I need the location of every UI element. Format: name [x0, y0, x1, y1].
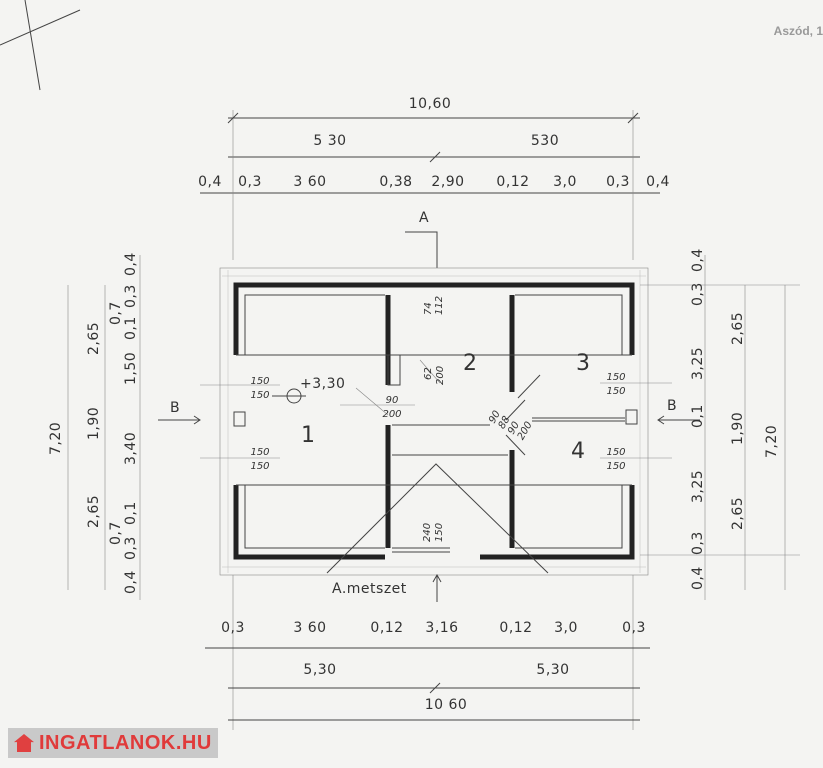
- section-lines: [326, 359, 549, 574]
- stair-label: 240: [422, 523, 433, 542]
- section-b-markers: B B: [158, 398, 700, 425]
- right-dimensions: 0,4 0,3 3,25 0,1 3,25 0,3 0,4 2,65 1,90 …: [640, 248, 800, 600]
- chimney-right: [625, 409, 638, 425]
- dim-inner: 0,4: [123, 252, 139, 276]
- window-label: 150: [606, 386, 625, 397]
- dim-total: 7,20: [48, 422, 64, 455]
- dim-segment: 0,38: [379, 174, 412, 190]
- dim-half: 5,30: [536, 662, 569, 678]
- dim-segment: 3,0: [554, 620, 578, 636]
- dim-inner: 0,1: [123, 501, 139, 525]
- dim-segment: 0,3: [606, 174, 630, 190]
- window-label: 150: [606, 372, 625, 383]
- roof-hatching: [222, 270, 646, 573]
- dim-segment: 0,3: [221, 620, 245, 636]
- dim-inner: 3,25: [690, 470, 706, 503]
- dim-inner: 0,3: [123, 284, 139, 308]
- section-a-top-marker: A: [405, 210, 438, 268]
- fold-line: [24, 0, 41, 91]
- room-4-label: 4: [571, 439, 585, 464]
- section-b-label: B: [170, 400, 180, 416]
- section-a-label: A: [419, 210, 429, 226]
- section-a-title: A.metszet: [332, 581, 407, 597]
- window-label: 150: [250, 390, 269, 401]
- dim-segment: 0,3: [238, 174, 262, 190]
- dim-outer: 1,90: [730, 412, 746, 445]
- dim-half: 5 30: [313, 133, 346, 149]
- room-2-label: 2: [463, 351, 477, 376]
- window-label: 150: [250, 461, 269, 472]
- diagonal-door-labels: 90 88 90 200: [487, 409, 535, 442]
- fold-line: [0, 9, 81, 46]
- dim-inner: 0,7: [108, 521, 124, 545]
- section-a-bottom-marker: A.metszet: [332, 573, 442, 602]
- room-3-label: 3: [576, 351, 590, 376]
- dim-inner: 0,3: [690, 282, 706, 306]
- dim-segment: 3,0: [553, 174, 577, 190]
- level-label: +3,30: [300, 376, 345, 392]
- watermark: INGATLANOK.HU: [8, 728, 218, 758]
- window-label: 150: [250, 376, 269, 387]
- stair-label: 150: [434, 523, 445, 542]
- dim-inner: 0,1: [123, 316, 139, 340]
- dim-total: 10,60: [409, 96, 452, 112]
- dim-segment: 0,3: [622, 620, 646, 636]
- dim-outer: 2,65: [86, 322, 102, 355]
- dim-segment: 0,12: [370, 620, 403, 636]
- dim-segment: 0,12: [496, 174, 529, 190]
- dim-total: 7,20: [764, 425, 780, 458]
- dim-inner: 0,4: [123, 570, 139, 594]
- dim-segment: 3 60: [293, 174, 326, 190]
- dim-half: 5,30: [303, 662, 336, 678]
- dim-outer: 1,90: [86, 407, 102, 440]
- walls: [233, 282, 635, 560]
- dim-inner: 3,25: [690, 347, 706, 380]
- dim-inner: 0,3: [690, 531, 706, 555]
- dim-segment: 0,12: [499, 620, 532, 636]
- window-label: 150: [606, 447, 625, 458]
- dim-segment: 3,16: [425, 620, 458, 636]
- bottom-dimensions: 0,3 3 60 0,12 3,16 0,12 3,0 0,3 5,30 5,3…: [205, 575, 650, 730]
- window-label: 150: [606, 461, 625, 472]
- dim-half: 530: [531, 133, 559, 149]
- dim-inner: 0,3: [123, 536, 139, 560]
- dim-inner: 0,4: [690, 248, 706, 272]
- dim-outer: 2,65: [730, 497, 746, 530]
- dim-segment: 0,4: [646, 174, 670, 190]
- dim-segment: 0,4: [198, 174, 222, 190]
- door-label: 62: [423, 367, 434, 380]
- dim-outer: 2,65: [730, 312, 746, 345]
- dim-inner: 1,50: [123, 352, 139, 385]
- watermark-text: INGATLANOK.HU: [39, 731, 212, 754]
- room-1-label: 1: [301, 423, 315, 448]
- roof-outline: [219, 267, 649, 576]
- left-dimensions: 7,20 2,65 1,90 2,65 0,4 0,3 0,7 0,1 1,50…: [48, 252, 141, 600]
- door-label: 90: [386, 395, 399, 406]
- dim-inner: 0,1: [690, 404, 706, 428]
- dim-segment: 3 60: [293, 620, 326, 636]
- dim-total: 10 60: [425, 697, 468, 713]
- door-label: 74: [423, 302, 434, 315]
- door-label: 112: [434, 296, 445, 315]
- section-b-label: B: [667, 398, 677, 414]
- window-label: 150: [250, 447, 269, 458]
- door-label: 200: [382, 409, 401, 420]
- door-label: 200: [516, 420, 535, 442]
- dim-inner: 0,4: [690, 566, 706, 590]
- house-icon: [14, 734, 34, 752]
- dim-outer: 2,65: [86, 495, 102, 528]
- dim-segment: 2,90: [431, 174, 464, 190]
- dim-inner: 0,7: [108, 301, 124, 325]
- location-text: Aszód, 1: [773, 24, 823, 38]
- dim-inner: 3,40: [123, 432, 139, 465]
- level-marker: +3,30: [272, 376, 345, 404]
- top-dimensions: 10,60 5 30 530 0,4 0,3 3 60 0,38 2,90 0,…: [198, 96, 670, 260]
- door-label: 200: [435, 366, 446, 385]
- chimney-left: [233, 411, 246, 427]
- opening-labels: 150 150 150 150 150 150 150 150 74 112 9…: [200, 296, 672, 542]
